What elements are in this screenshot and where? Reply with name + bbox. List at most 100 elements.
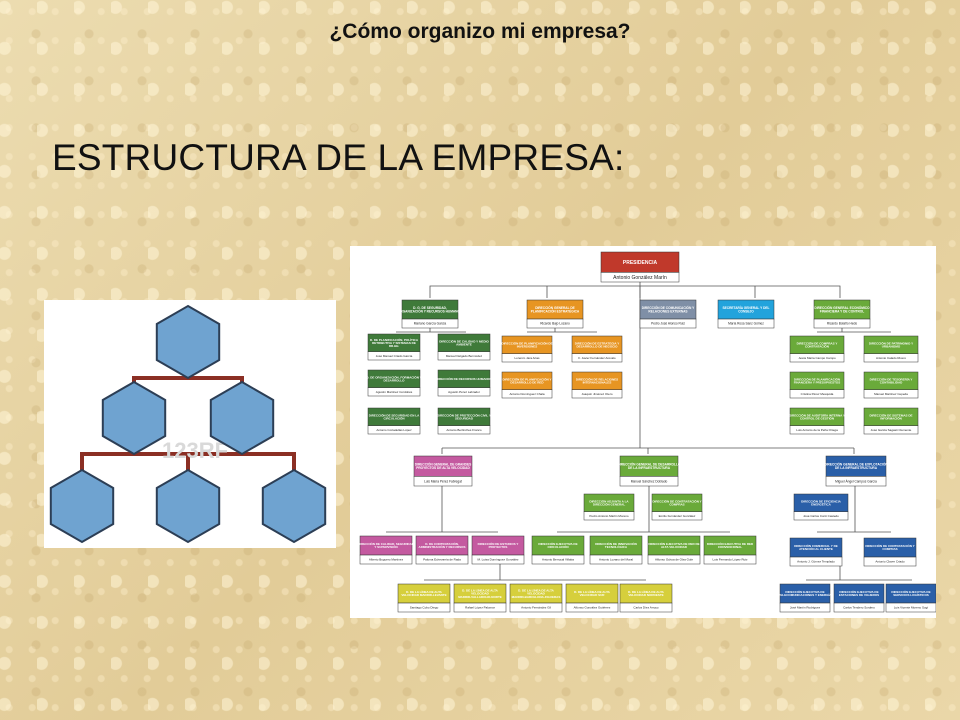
- org-node: DIRECCIÓN DE RECURSOS HUMANOS Agustín Pér…: [436, 369, 492, 397]
- org-node-name: Paloma Echevarría de Rada: [423, 558, 461, 562]
- org-node-name: Antonio Lozano del Moral: [599, 558, 633, 562]
- hexagon-node: [209, 380, 275, 456]
- org-node-name: Jesús María Campo Campo: [798, 356, 836, 360]
- slide-title: ¿Cómo organizo mi empresa?: [329, 20, 631, 43]
- org-node-name: Manuel Delgado Bermúdez: [446, 354, 483, 358]
- org-node-name: José García Sagasti Clemente: [871, 428, 912, 432]
- org-node-name: Rafael López Palomar: [465, 606, 495, 610]
- org-node-name: Lorenzo Jara Arias: [514, 356, 540, 360]
- org-node-title: PRESIDENCIA: [623, 260, 658, 266]
- org-node-name: Antonio J. Gómez Templado: [797, 560, 835, 564]
- hexagon-node: [261, 468, 327, 544]
- org-node-title: D. DE CONTRATACIÓN,ADMINISTRACIÓN Y RECU…: [419, 541, 466, 549]
- org-node-name: Ricardo Bolaño Hedo: [827, 322, 858, 326]
- org-node-name: José Martín Rodríguez: [790, 606, 821, 610]
- org-chart-image: PRESIDENCIA Antonio González Marín D. G. D…: [350, 246, 937, 618]
- org-node-name: Alfonso Ochoa de Olza Gule: [655, 558, 693, 562]
- org-node-name: Manuel Martínez Cepeda: [874, 392, 908, 396]
- org-node-name: Carlos Tendero Sordero: [843, 606, 875, 610]
- org-node-name: F. Javier Fernández Arévalo: [578, 356, 616, 360]
- org-node-name: María Rosa Sanz Gómez: [728, 322, 764, 326]
- org-node-name: Antonio Fernández Gil: [521, 606, 551, 610]
- org-node-name: Antonio Berlinches Franco: [446, 428, 482, 432]
- org-node: D. DE CONTRATACIÓN,ADMINISTRACIÓN Y RECU…: [415, 535, 469, 565]
- org-node-name: Carlos Díez Arroyo: [633, 606, 659, 610]
- org-node-name: Ricardo Bajo Lozano: [540, 322, 570, 326]
- org-node-name: Luis Antonio de la Peña Ortega: [796, 428, 838, 432]
- org-node-name: Antonio Calado Rivero: [876, 356, 906, 360]
- hexagon-node: [49, 468, 115, 544]
- org-node: PRESIDENCIA Antonio González Marín: [600, 251, 680, 283]
- section-heading: ESTRUCTURA DE LA EMPRESA:: [52, 137, 625, 178]
- org-node: D. G. DE SEGURIDAD,ORGANIZACIÓN Y RECURS…: [398, 299, 462, 329]
- org-node-name: M. Luisa Domínguez González: [477, 558, 519, 562]
- org-node-name: Agustín Pérez Labrador: [448, 390, 480, 394]
- hexagon-node: [155, 468, 221, 544]
- org-node-name: José Manuel Criado García: [376, 354, 413, 358]
- org-node-name: Antonio González Marín: [613, 275, 667, 281]
- org-node-name: Miguel Ángel Campos García: [835, 479, 877, 483]
- hexagon-diagram: 123RF: [49, 304, 327, 544]
- hexagon-hierarchy-image: 123RF: [44, 300, 336, 548]
- org-node-name: Luis Fernando López Ruiz: [712, 558, 748, 562]
- org-node-name: Manuel Sánchez Doblado: [631, 479, 668, 483]
- org-node-name: Mariano García García: [414, 322, 447, 326]
- org-node-name: Pedro Antonio Martín Moreno: [589, 514, 629, 518]
- org-node-name: Luis María Pérez Fabregat: [424, 479, 462, 483]
- org-node-title: DIRECCIÓN DE RECURSOS HUMANOS: [436, 376, 492, 381]
- org-node-name: Antonio Domínguez Chala: [509, 392, 544, 396]
- org-node-name: José Carlos Conti Castedo: [803, 514, 839, 518]
- watermark: 123RF: [162, 438, 228, 463]
